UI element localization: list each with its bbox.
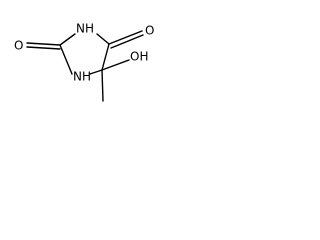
atom-label-nh-bottom: NH [73,70,91,84]
bond-c4-o-right-b [110,34,144,49]
bond-c5-methyl [101,69,104,102]
bond-c5-oh [101,59,130,71]
molecule-diagram: NH NH O O OH [14,22,154,102]
bond-n3-c2 [59,44,73,75]
bond-c4-o-right-a [108,30,143,45]
bond-n1-c4 [96,33,110,45]
atom-label-nh-top: NH [76,22,94,36]
bond-c5-n3 [89,69,103,75]
bond-c2-o-left-b [26,46,61,50]
bond-c2-o-left-a [26,42,61,46]
atom-label-o-left: O [14,39,23,53]
bond-c2-n1 [59,33,76,46]
atom-label-oh: OH [130,50,148,64]
bond-c4-c5 [101,43,110,71]
atom-label-o-right: O [145,24,154,38]
